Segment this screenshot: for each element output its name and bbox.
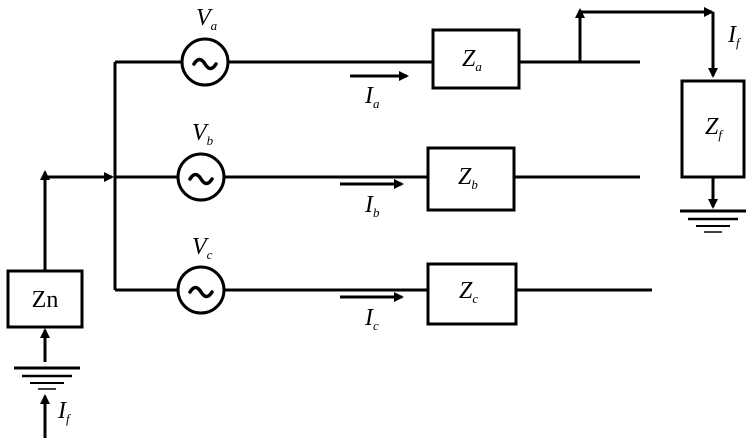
impedance-c-box <box>426 262 518 326</box>
ac-wave-icon <box>188 285 214 299</box>
impedance-a-label: Za <box>462 46 482 74</box>
impedance-c-label: Zc <box>459 278 478 306</box>
source-b-label: Vb <box>192 120 214 148</box>
impedance-b-box <box>426 146 516 212</box>
fault-impedance-label: Zf <box>705 114 724 142</box>
fault-impedance-box <box>680 79 746 179</box>
source-c-label: Vc <box>192 234 213 262</box>
fault-current-label: If <box>727 22 742 50</box>
ac-wave-icon <box>192 57 218 71</box>
impedance-a-box <box>431 28 521 90</box>
source-a-label: Va <box>196 5 218 33</box>
current-b-label: Ib <box>364 192 380 220</box>
impedance-b-label: Zb <box>458 164 478 192</box>
current-c-label: Ic <box>364 305 379 333</box>
neutral-impedance-label: Zn <box>32 287 59 313</box>
ground-symbol-fault <box>680 209 746 233</box>
neutral-current-label: If <box>57 398 72 426</box>
ground-symbol-neutral <box>14 366 80 390</box>
ac-wave-icon <box>188 172 214 186</box>
current-a-label: Ia <box>364 83 380 111</box>
